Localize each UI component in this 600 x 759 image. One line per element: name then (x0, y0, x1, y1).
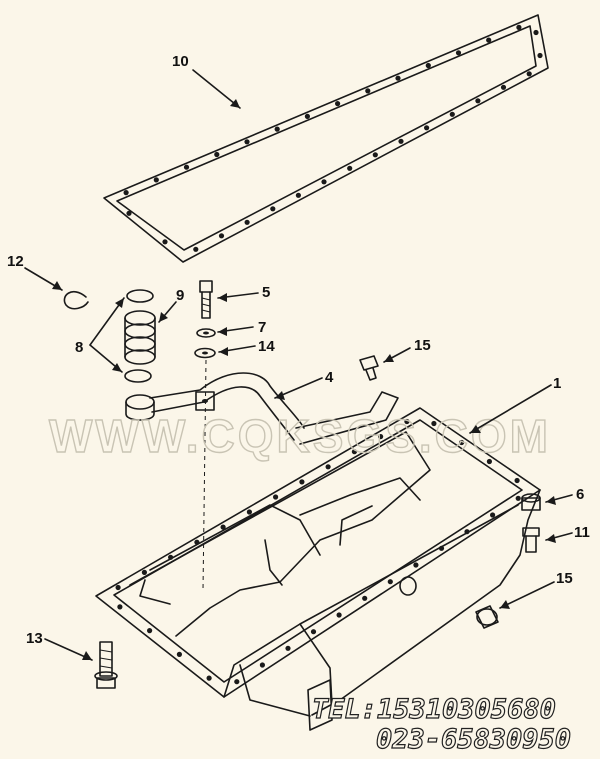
oil-pan (95, 407, 541, 731)
bolt-hole (336, 612, 342, 618)
contact-tel: TEL:15310305680 (312, 694, 556, 725)
bolt-hole (304, 113, 310, 119)
callout-13: 13 (26, 630, 43, 647)
mounting-bolt (199, 280, 213, 319)
bolt-hole (153, 177, 159, 183)
bolt-hole (325, 464, 331, 470)
bolt-hole (486, 458, 492, 465)
retaining-clip (63, 291, 89, 310)
bolt-hole (220, 524, 226, 530)
bolt-hole (141, 569, 147, 576)
contact-phone: 023-65830950 (376, 724, 571, 755)
callout-4: 4 (325, 369, 334, 386)
bolt-hole (310, 629, 317, 635)
seal-ring-lower (124, 369, 152, 383)
suction-tube (125, 372, 399, 445)
bolt-hole (117, 604, 123, 610)
assembly-center-line (202, 359, 207, 591)
bolt-hole (285, 645, 291, 651)
callout-6: 6 (576, 486, 584, 503)
bolt-hole (123, 190, 129, 196)
bolt-hole (218, 233, 225, 239)
callout-1: 1 (553, 375, 561, 392)
bolt-hole (162, 239, 168, 245)
bolt-hole (424, 125, 430, 131)
bolt-hole (449, 111, 455, 117)
oil-pan-gasket (103, 14, 549, 263)
bolt-hole (193, 246, 199, 252)
cap-screw-right (522, 527, 540, 553)
bolt-hole (516, 24, 522, 30)
bolt-hole (115, 584, 121, 591)
seal-ring-upper (126, 289, 154, 303)
callout-9: 9 (176, 287, 184, 304)
bolt-hole (404, 418, 410, 425)
bolt-hole (395, 75, 401, 81)
bolt-hole (500, 84, 507, 90)
lock-washer (196, 328, 216, 338)
callout-11: 11 (574, 524, 590, 541)
callout-8: 8 (75, 339, 83, 356)
bolt-hole (351, 449, 357, 455)
bolt-hole (362, 595, 368, 601)
flange-bolt-left (94, 641, 118, 689)
bolt-hole (526, 71, 532, 77)
drain-plug-upper (359, 355, 379, 381)
sleeve-connector (124, 310, 156, 365)
bolt-hole (378, 434, 384, 440)
bolt-hole (514, 477, 520, 484)
bolt-hole (147, 628, 153, 634)
flat-washer (194, 347, 216, 359)
bolt-hole (387, 579, 393, 585)
callout-15-lower: 15 (556, 570, 573, 587)
bolt-hole (214, 151, 220, 158)
bolt-hole (459, 439, 465, 446)
bolt-hole (398, 138, 404, 144)
bolt-hole (365, 88, 371, 94)
bolt-hole (206, 675, 212, 681)
bolt-hole (126, 210, 132, 216)
callout-7: 7 (258, 319, 266, 336)
bolt-hole (431, 420, 437, 427)
bolt-hole (425, 62, 431, 69)
bolt-hole (299, 479, 305, 485)
bolt-hole (486, 37, 492, 43)
bolt-hole (270, 206, 276, 212)
leader-lines (24, 69, 573, 661)
bolt-hole (321, 179, 327, 185)
callout-14: 14 (258, 338, 275, 355)
bolt-hole (413, 562, 419, 568)
watermark-text: WWW.CQKSGS.COM (49, 410, 551, 462)
bolt-hole (274, 126, 280, 132)
bolt-hole (244, 139, 250, 145)
bolt-hole (176, 651, 182, 658)
bolt-hole (372, 152, 378, 158)
bolt-hole (515, 495, 521, 501)
bolt-hole (183, 164, 190, 170)
bolt-hole (490, 512, 496, 518)
bolt-hole (335, 101, 341, 107)
drain-plug-lower (475, 605, 499, 629)
bolt-hole (347, 165, 353, 171)
bolt-hole (455, 50, 462, 56)
bolt-hole (273, 494, 279, 500)
bolt-hole (244, 219, 250, 225)
bolt-hole (246, 509, 252, 515)
bolt-hole (234, 679, 240, 685)
callout-12: 12 (7, 253, 24, 270)
callout-5: 5 (262, 284, 270, 301)
bolt-hole (259, 662, 265, 668)
bolt-hole (475, 98, 481, 104)
callout-15-upper: 15 (414, 337, 431, 354)
bolt-hole (537, 52, 543, 59)
callout-10: 10 (172, 53, 189, 70)
sealing-washer-right (521, 493, 541, 511)
bolt-hole (533, 29, 539, 36)
bolt-hole (295, 192, 301, 198)
